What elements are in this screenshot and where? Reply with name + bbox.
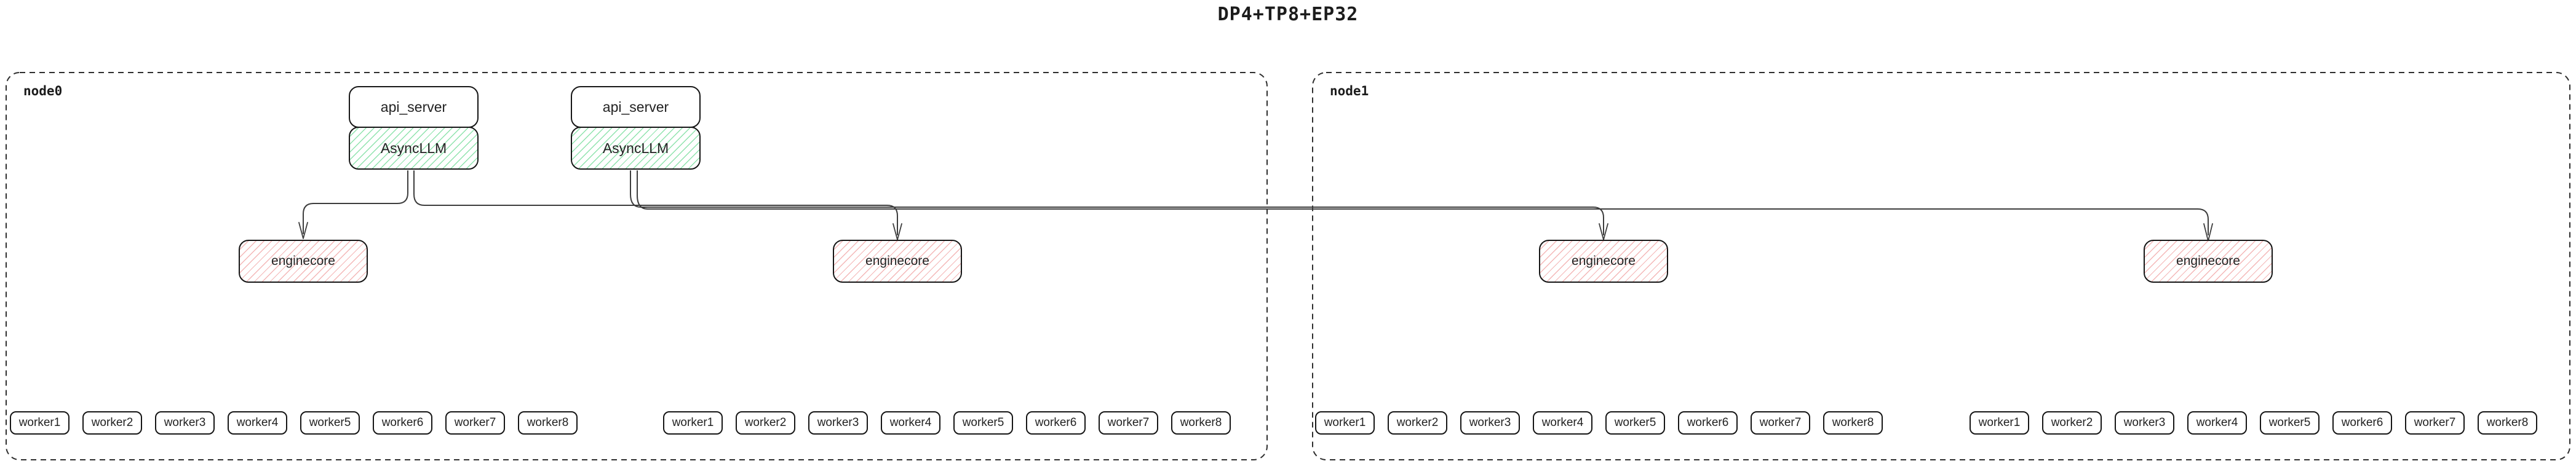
node1-border bbox=[1312, 72, 2570, 460]
worker-box: worker7 bbox=[1099, 411, 1158, 435]
worker-box: worker4 bbox=[1533, 411, 1592, 435]
worker-box: worker8 bbox=[2478, 411, 2537, 435]
worker-box: worker2 bbox=[82, 411, 142, 435]
worker-box: worker1 bbox=[1315, 411, 1375, 435]
worker-box: worker3 bbox=[2115, 411, 2174, 435]
worker-box: worker2 bbox=[2042, 411, 2102, 435]
api-server-box-2: api_server bbox=[571, 86, 701, 128]
worker-box: worker3 bbox=[155, 411, 215, 435]
edge-asyncllm1-enginecore1 bbox=[303, 170, 408, 234]
worker-box: worker3 bbox=[1460, 411, 1520, 435]
node-node0: node0 api_server AsyncLLM api_server Asy… bbox=[6, 73, 1267, 460]
worker-box: worker7 bbox=[445, 411, 505, 435]
api-server-stack-2: api_server AsyncLLM bbox=[571, 86, 701, 170]
worker-box: worker6 bbox=[2332, 411, 2392, 435]
worker-group-4: worker1 worker2 worker3 worker4 worker5 worke… bbox=[1970, 411, 2537, 435]
diagram-title: DP4+TP8+EP32 bbox=[1217, 4, 1359, 25]
worker-box: worker4 bbox=[228, 411, 287, 435]
worker-group-2: worker1 worker2 worker3 worker4 worker5 worke… bbox=[663, 411, 1231, 435]
edge-asyncllm2-enginecore3 bbox=[630, 170, 1604, 235]
worker-box: worker8 bbox=[1823, 411, 1883, 435]
edge-asyncllm2-enginecore4 bbox=[637, 170, 2209, 235]
worker-box: worker3 bbox=[808, 411, 868, 435]
node0-label: node0 bbox=[23, 84, 63, 98]
arrowhead-enginecore1 bbox=[298, 222, 308, 239]
worker-box: worker1 bbox=[663, 411, 723, 435]
enginecore-box-2: enginecore bbox=[833, 240, 962, 283]
worker-box: worker5 bbox=[953, 411, 1013, 435]
worker-box: worker7 bbox=[2405, 411, 2465, 435]
worker-box: worker4 bbox=[881, 411, 940, 435]
enginecore-box-1: enginecore bbox=[239, 240, 368, 283]
worker-box: worker4 bbox=[2187, 411, 2247, 435]
api-server-box-1: api_server bbox=[349, 86, 479, 128]
worker-box: worker7 bbox=[1751, 411, 1810, 435]
worker-box: worker5 bbox=[1605, 411, 1665, 435]
asyncllm-box-2: AsyncLLM bbox=[571, 127, 701, 170]
worker-box: worker2 bbox=[736, 411, 795, 435]
worker-box: worker5 bbox=[2260, 411, 2320, 435]
worker-box: worker6 bbox=[373, 411, 432, 435]
node1-label: node1 bbox=[1330, 84, 1369, 98]
enginecore-box-3: enginecore bbox=[1539, 240, 1668, 283]
worker-box: worker8 bbox=[518, 411, 578, 435]
worker-box: worker2 bbox=[1388, 411, 1447, 435]
worker-box: worker1 bbox=[1970, 411, 2029, 435]
worker-box: worker1 bbox=[10, 411, 70, 435]
worker-group-1: worker1 worker2 worker3 worker4 worker5 worke… bbox=[10, 411, 578, 435]
asyncllm-box-1: AsyncLLM bbox=[349, 127, 479, 170]
worker-box: worker6 bbox=[1678, 411, 1738, 435]
worker-box: worker8 bbox=[1171, 411, 1231, 435]
worker-box: worker6 bbox=[1026, 411, 1086, 435]
enginecore-box-4: enginecore bbox=[2144, 240, 2273, 283]
worker-box: worker5 bbox=[300, 411, 360, 435]
node0-border bbox=[6, 72, 1268, 460]
worker-group-3: worker1 worker2 worker3 worker4 worker5 worke… bbox=[1315, 411, 1883, 435]
api-server-stack-1: api_server AsyncLLM bbox=[349, 86, 479, 170]
edge-asyncllm1-enginecore2 bbox=[413, 170, 898, 235]
